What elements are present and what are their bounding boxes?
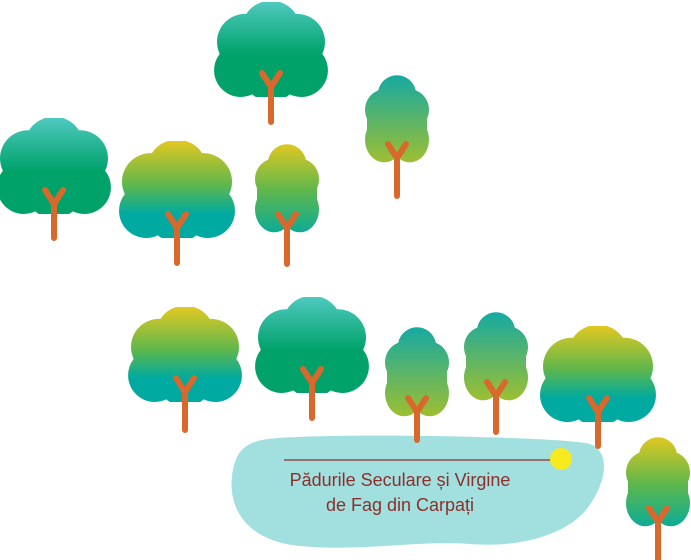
site-caption: Pădurile Seculare și Virgine de Fag din … — [262, 468, 538, 518]
tree-canopy-fill — [255, 297, 369, 393]
tree-trunk — [42, 187, 66, 241]
tree-trunk — [165, 211, 189, 266]
beech-tree-icon — [255, 144, 319, 267]
tree-trunk — [484, 379, 508, 435]
tree-trunk — [586, 395, 610, 449]
tree-canopy — [214, 2, 328, 97]
location-dot-icon — [550, 448, 572, 470]
caption-line-2: de Fag din Carpați — [325, 495, 475, 515]
tree-canopy — [540, 326, 656, 422]
tree-trunk — [300, 366, 324, 421]
tree-canopy — [119, 141, 235, 238]
lake-shape — [231, 435, 604, 548]
beech-tree-icon — [540, 326, 656, 449]
tree-canopy-fill — [128, 307, 242, 402]
tree-trunk — [646, 505, 670, 560]
beech-tree-icon — [119, 141, 235, 266]
tree-trunk — [173, 375, 197, 433]
tree-trunk — [259, 70, 283, 125]
tree-canopy-fill — [119, 141, 235, 238]
beech-tree-icon — [255, 297, 369, 421]
tree-canopy — [255, 297, 369, 393]
beech-tree-icon — [214, 2, 328, 125]
beech-tree-icon — [385, 327, 449, 443]
beech-tree-icon — [128, 307, 242, 433]
beech-tree-icon — [626, 437, 691, 560]
tree-canopy — [128, 307, 242, 402]
tree-canopy-fill — [540, 326, 656, 422]
tree-trunk — [385, 141, 409, 199]
beech-tree-icon — [0, 118, 111, 241]
tree-trunk — [275, 211, 299, 267]
tree-canopy-fill — [214, 2, 328, 97]
beech-tree-icon — [464, 312, 528, 435]
beech-tree-icon — [365, 75, 429, 199]
tree-trunk — [405, 395, 429, 443]
caption-line-1: Pădurile Seculare și Virgine — [289, 470, 511, 490]
